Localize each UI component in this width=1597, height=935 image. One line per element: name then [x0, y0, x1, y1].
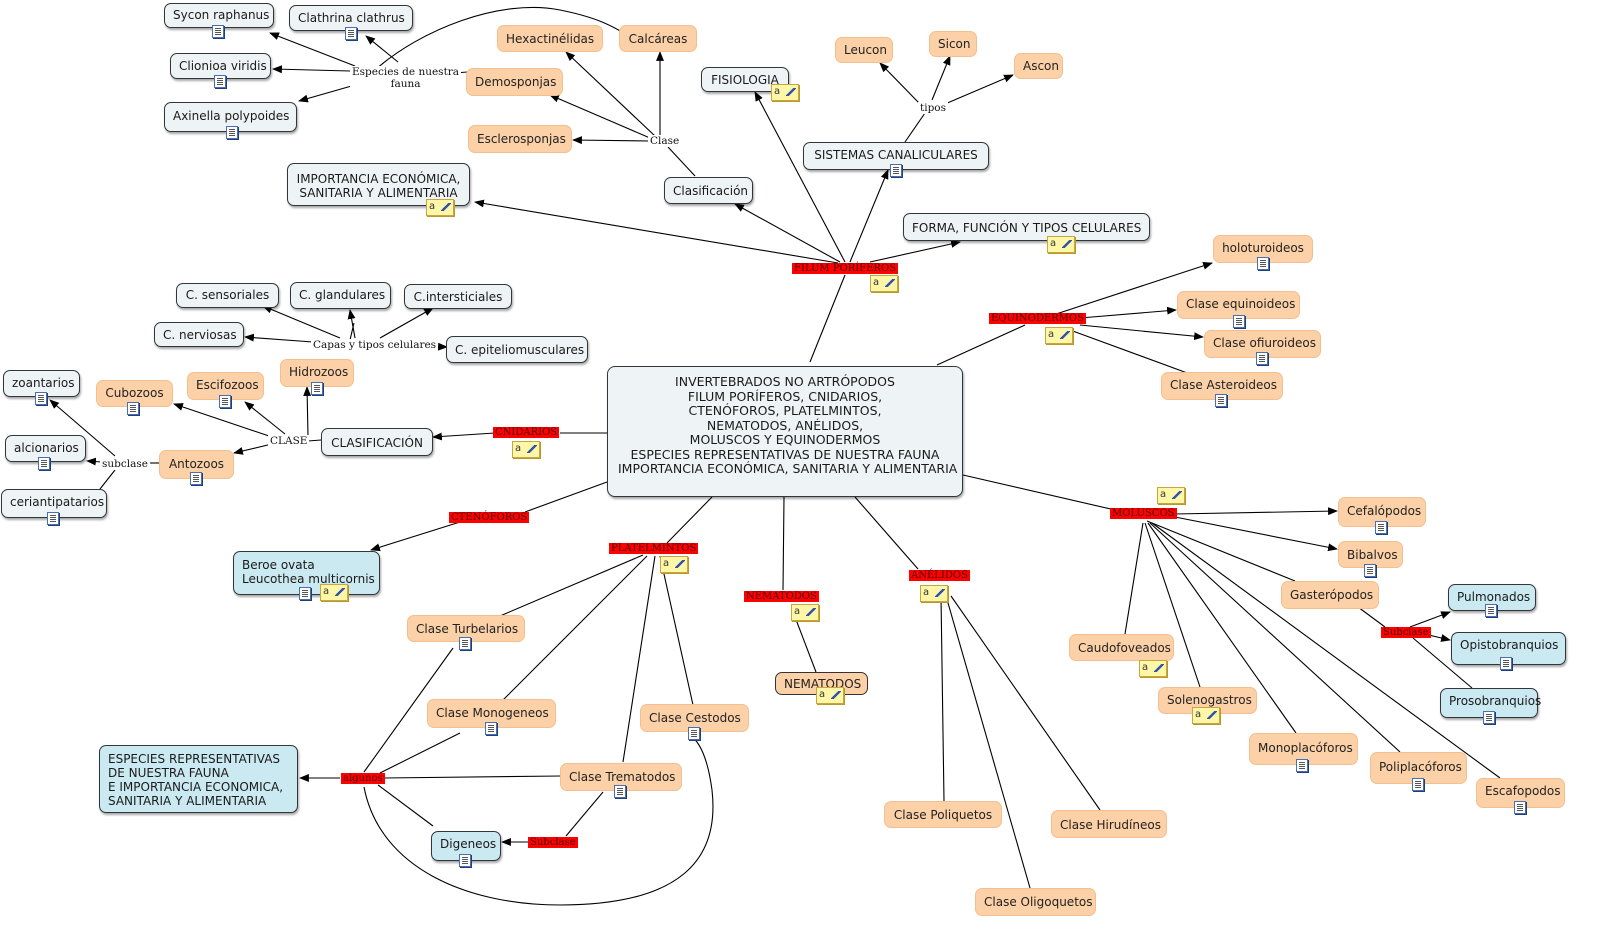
concept-c-sensoriales[interactable]: C. sensoriales — [176, 283, 279, 308]
document-icon[interactable] — [190, 472, 202, 485]
concept-importancia[interactable]: IMPORTANCIA ECONÓMICA, SANITARIA Y ALIME… — [287, 163, 470, 206]
link-label-subclase-moluscos: Subclase — [1381, 627, 1431, 638]
annotation-icon[interactable]: a — [660, 556, 688, 573]
document-icon[interactable] — [226, 126, 238, 139]
link-label-especies-fauna: Especies de nuestra fauna — [350, 66, 462, 90]
document-icon[interactable] — [1296, 759, 1308, 772]
concept-caudofoveados[interactable]: Caudofoveados — [1069, 634, 1174, 661]
concept-escafopodos[interactable]: Escafopodos — [1476, 778, 1565, 808]
concept-calcareas[interactable]: Calcáreas — [619, 25, 697, 52]
document-icon[interactable] — [1215, 394, 1227, 407]
concept-sycon-raphanus[interactable]: Sycon raphanus — [164, 3, 274, 28]
concept-digeneos[interactable]: Digeneos — [431, 831, 501, 861]
concept-leucon[interactable]: Leucon — [835, 37, 893, 63]
link-label-poriferos: FILUM PORÍFEROS — [792, 263, 899, 274]
annotation-icon[interactable]: a — [816, 687, 844, 704]
link-label-platelmintos: PLATELMINTOS — [609, 543, 699, 554]
annotation-icon[interactable]: a — [920, 585, 948, 602]
annotation-icon[interactable]: a — [1157, 487, 1185, 504]
link-label-ctenoforos: CTENÓFOROS — [449, 512, 530, 523]
concept-clasificacion-poriferos[interactable]: Clasificación — [664, 177, 753, 204]
document-icon[interactable] — [1233, 315, 1245, 328]
annotation-icon[interactable]: a — [870, 275, 898, 292]
document-icon[interactable] — [1500, 657, 1512, 670]
concept-clase-hirudineos[interactable]: Clase Hirudíneos — [1051, 810, 1167, 838]
annotation-icon[interactable]: a — [1045, 327, 1073, 344]
annotation-icon[interactable]: a — [791, 604, 819, 621]
document-icon[interactable] — [1412, 778, 1424, 791]
link-label-capas: Capas y tipos celulares — [311, 339, 439, 351]
concept-hidrozoos[interactable]: Hidrozoos — [280, 359, 354, 387]
document-icon[interactable] — [212, 25, 224, 38]
document-icon[interactable] — [38, 457, 50, 470]
link-label-subclase-cnidarios: subclase — [100, 458, 150, 470]
link-label-nematodos: NEMATODOS — [744, 591, 819, 602]
concept-demosponjas[interactable]: Demosponjas — [466, 68, 563, 96]
document-icon[interactable] — [459, 854, 471, 867]
annotation-icon[interactable]: a — [1139, 660, 1167, 677]
concept-fisiologia[interactable]: FISIOLOGIA — [701, 67, 789, 92]
concept-clase-oligoquetos[interactable]: Clase Oligoquetos — [975, 888, 1096, 916]
document-icon[interactable] — [1364, 564, 1376, 577]
document-icon[interactable] — [1483, 711, 1495, 724]
concept-especies-representativas[interactable]: ESPECIES REPRESENTATIVAS DE NUESTRA FAUN… — [99, 745, 298, 813]
document-icon[interactable] — [214, 75, 226, 88]
document-icon[interactable] — [1257, 257, 1269, 270]
main-concept[interactable]: INVERTEBRADOS NO ARTRÓPODOS FILUM PORÍFE… — [607, 366, 963, 497]
annotation-icon[interactable]: a — [512, 441, 540, 458]
concept-monoplacoforos[interactable]: Monoplacóforos — [1249, 733, 1358, 765]
annotation-icon[interactable]: a — [426, 199, 454, 216]
document-icon[interactable] — [485, 722, 497, 735]
concept-hexactinelidas[interactable]: Hexactinélidas — [497, 25, 603, 52]
concept-clase-turbelarios[interactable]: Clase Turbelarios — [407, 615, 525, 642]
concept-ofiuroideos[interactable]: Clase ofiuroideos — [1204, 330, 1321, 358]
document-icon[interactable] — [47, 512, 59, 525]
link-label-algunos: algunos — [341, 773, 385, 784]
document-icon[interactable] — [1256, 352, 1268, 365]
concept-axinella-polypoides[interactable]: Axinella polypoides — [164, 102, 297, 132]
document-icon[interactable] — [688, 727, 700, 740]
concept-clase-poliquetos[interactable]: Clase Poliquetos — [884, 801, 1002, 828]
document-icon[interactable] — [1485, 604, 1497, 617]
link-label-clase-poriferos: Clase — [648, 135, 682, 147]
annotation-icon[interactable]: a — [1047, 236, 1075, 253]
document-icon[interactable] — [614, 785, 626, 798]
document-icon[interactable] — [311, 382, 323, 395]
link-label-anelidos: ANÉLIDOS — [909, 570, 970, 581]
concept-c-intersticiales[interactable]: C.intersticiales — [404, 284, 512, 309]
document-icon[interactable] — [345, 27, 357, 40]
document-icon[interactable] — [890, 164, 902, 177]
link-label-moluscos: MOLUSCOS — [1110, 508, 1177, 519]
link-label-equinodermos: EQUINODERMOS — [989, 313, 1086, 324]
concept-cubozoos[interactable]: Cubozoos — [96, 380, 173, 407]
concept-clasificacion-cnidarios[interactable]: CLASIFICACIÓN — [321, 428, 433, 456]
concept-ascon[interactable]: Ascon — [1014, 53, 1063, 79]
annotation-icon[interactable]: a — [320, 584, 348, 601]
link-label-cnidarios: CNIDARIOS — [493, 427, 560, 438]
link-label-subclase-platelmintos: Subclase — [528, 837, 578, 848]
document-icon[interactable] — [219, 395, 231, 408]
concept-forma-funcion[interactable]: FORMA, FUNCIÓN Y TIPOS CELULARES — [903, 213, 1150, 241]
link-label-tipos: tipos — [918, 102, 949, 114]
concept-c-epiteliomusculares[interactable]: C. epiteliomusculares — [446, 336, 588, 363]
concept-clase-monogeneos[interactable]: Clase Monogeneos — [427, 699, 556, 728]
document-icon[interactable] — [35, 392, 47, 405]
annotation-icon[interactable]: a — [1192, 707, 1220, 724]
annotation-icon[interactable]: a — [771, 84, 799, 101]
concept-gasteropodos[interactable]: Gasterópodos — [1281, 581, 1379, 609]
document-icon[interactable] — [127, 402, 139, 415]
concept-sicon[interactable]: Sicon — [929, 31, 977, 57]
concept-clathrina-clathrus[interactable]: Clathrina clathrus — [289, 5, 413, 31]
document-icon[interactable] — [299, 587, 311, 600]
concept-c-nerviosas[interactable]: C. nerviosas — [154, 322, 244, 347]
document-icon[interactable] — [1375, 521, 1387, 534]
concept-esclerosponjas[interactable]: Esclerosponjas — [468, 125, 572, 153]
concept-c-glandulares[interactable]: C. glandulares — [290, 282, 391, 309]
document-icon[interactable] — [459, 637, 471, 650]
link-label-clase-cnidarios: CLASE — [268, 435, 310, 447]
document-icon[interactable] — [1514, 801, 1526, 814]
